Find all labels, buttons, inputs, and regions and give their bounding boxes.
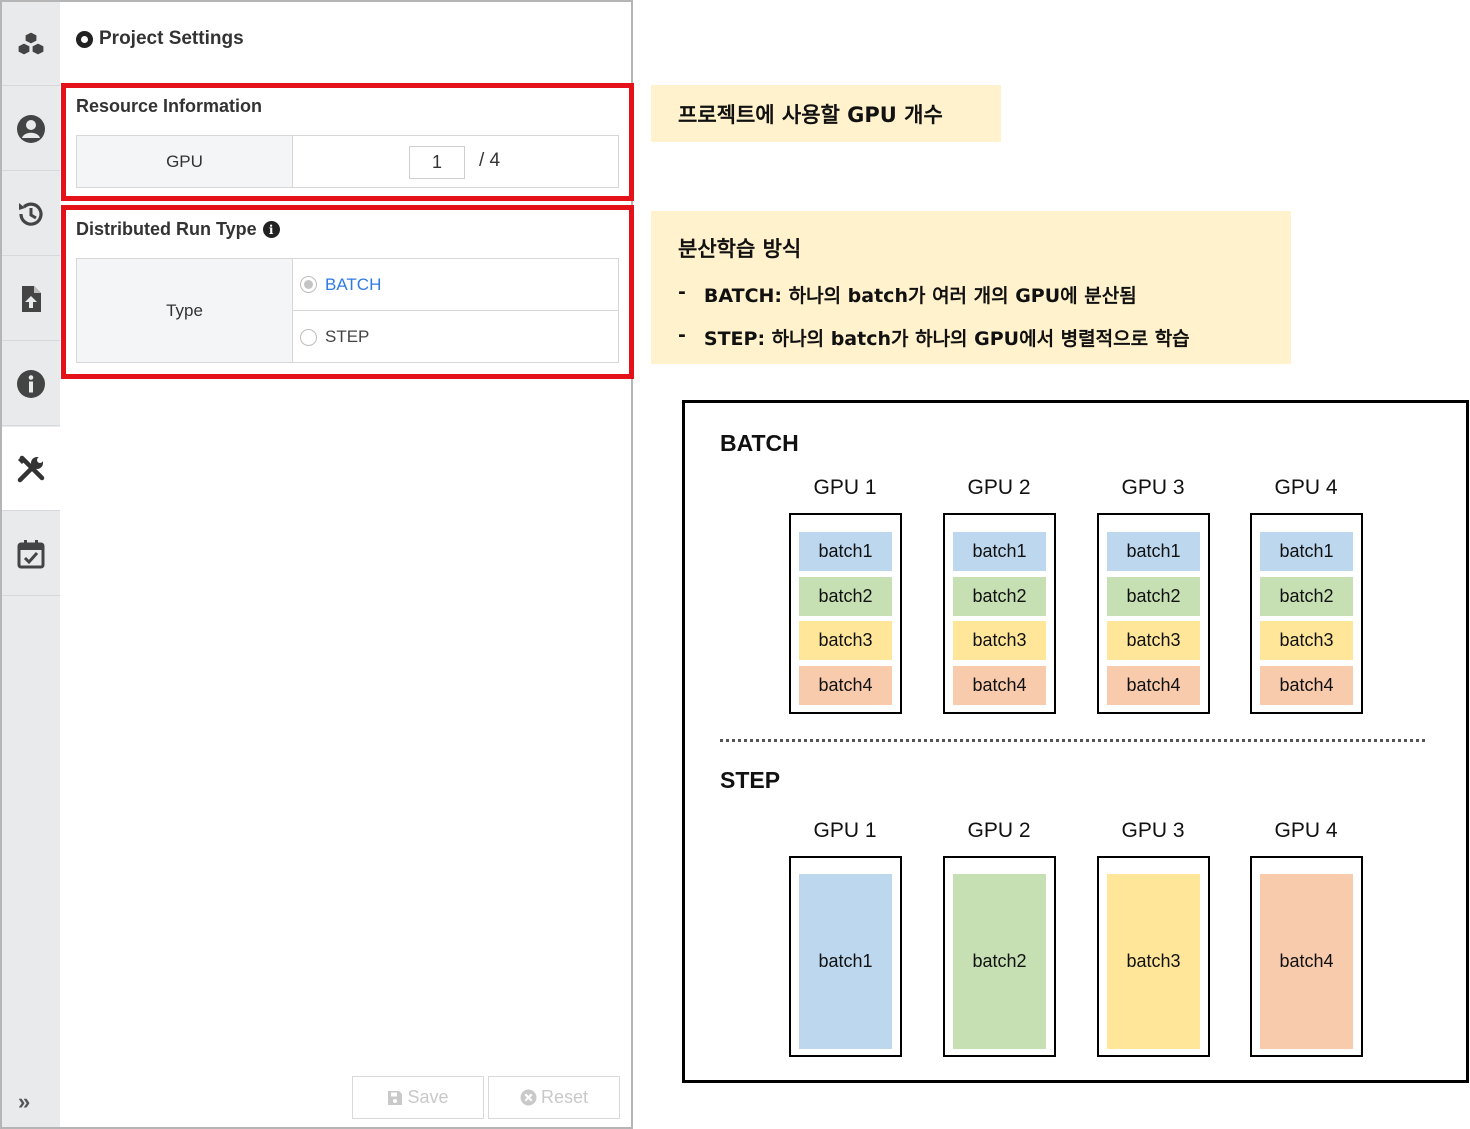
distributed-run-type-title: Distributed Run Type i bbox=[76, 219, 280, 240]
batch-chip: batch2 bbox=[953, 874, 1046, 1049]
cubes-icon bbox=[17, 30, 45, 56]
sidebar-item-upload[interactable] bbox=[2, 257, 60, 341]
note-bullet: - bbox=[678, 281, 686, 303]
gpu-label: GPU 1 bbox=[813, 819, 877, 842]
sidebar-item-schedule[interactable] bbox=[2, 512, 60, 596]
resource-info-title-text: Resource Information bbox=[76, 96, 263, 116]
run-type-table: Type BATCH STEP bbox=[76, 258, 619, 363]
calendar-check-icon bbox=[17, 539, 45, 568]
gpu-box-step: batch3 bbox=[1097, 856, 1210, 1057]
gpu-label: GPU bbox=[77, 136, 293, 187]
sidebar-item-settings[interactable] bbox=[2, 427, 60, 511]
page-title-text: Project Settings bbox=[99, 28, 244, 49]
settings-content: Project Settings Resource Information GP… bbox=[60, 2, 631, 1127]
user-icon bbox=[17, 114, 45, 143]
gpu-box-step: batch1 bbox=[789, 856, 902, 1057]
gpu-label: GPU 2 bbox=[967, 476, 1031, 499]
radio-step[interactable] bbox=[300, 328, 317, 346]
gpu-label: GPU 4 bbox=[1274, 819, 1338, 842]
radio-batch[interactable] bbox=[300, 276, 317, 293]
note-bullet: - bbox=[678, 324, 686, 346]
info-icon[interactable]: i bbox=[262, 221, 280, 238]
info-icon bbox=[17, 369, 45, 398]
batch-chip: batch4 bbox=[799, 665, 892, 705]
file-upload-icon bbox=[22, 285, 41, 312]
distributed-note-title: 분산학습 방식 bbox=[678, 237, 802, 261]
history-icon bbox=[19, 202, 43, 226]
run-type-highlight-box bbox=[61, 205, 634, 379]
reset-button-label: Reset bbox=[540, 1087, 589, 1107]
radio-batch-label: BATCH bbox=[325, 274, 382, 294]
batch-chip: batch1 bbox=[1260, 532, 1353, 571]
distributed-note-item: - BATCH: 하나의 batch가 여러 개의 GPU에 분산됨 bbox=[678, 281, 1291, 308]
sidebar-item-info[interactable] bbox=[2, 342, 60, 426]
radio-option-step[interactable]: STEP bbox=[293, 311, 618, 363]
gpu-max-count: / 4 bbox=[479, 150, 501, 171]
page-title: Project Settings bbox=[76, 28, 244, 50]
gpu-box-batch: batch1 batch2 batch3 batch4 bbox=[1097, 513, 1210, 714]
save-button[interactable]: Save bbox=[352, 1076, 484, 1119]
batch-chip: batch1 bbox=[799, 532, 892, 571]
batch-chip: batch2 bbox=[953, 576, 1046, 616]
batch-chip: batch2 bbox=[1260, 576, 1353, 616]
resource-highlight-box bbox=[61, 83, 634, 201]
radio-option-batch[interactable]: BATCH bbox=[293, 259, 618, 311]
save-button-label: Save bbox=[407, 1087, 449, 1107]
project-settings-panel: » Project Settings Resource Information … bbox=[0, 0, 633, 1129]
diagram-divider bbox=[720, 739, 1425, 742]
save-icon bbox=[388, 1090, 403, 1105]
gpu-box-batch: batch1 batch2 batch3 batch4 bbox=[943, 513, 1056, 714]
distribution-diagram: BATCH STEP GPU 1 batch1 batch2 batch3 batch4… bbox=[682, 400, 1469, 1083]
step-diagram-title: STEP bbox=[720, 767, 781, 793]
gpu-count-input[interactable] bbox=[409, 146, 465, 179]
resource-table: GPU / 4 bbox=[76, 135, 619, 188]
batch-chip: batch2 bbox=[1107, 576, 1200, 616]
gpu-count-note: 프로젝트에 사용할 GPU 개수 bbox=[651, 85, 1001, 142]
gpu-count-note-text: 프로젝트에 사용할 GPU 개수 bbox=[678, 103, 943, 127]
batch-chip: batch4 bbox=[1260, 665, 1353, 705]
gpu-box-batch: batch1 batch2 batch3 batch4 bbox=[1250, 513, 1363, 714]
reset-button[interactable]: Reset bbox=[488, 1076, 620, 1119]
batch-chip: batch3 bbox=[799, 621, 892, 660]
batch-chip: batch4 bbox=[1260, 874, 1353, 1049]
sidebar-item-resources[interactable] bbox=[2, 2, 60, 86]
tools-icon bbox=[17, 455, 45, 482]
title-bullet-icon bbox=[76, 30, 93, 48]
batch-chip: batch4 bbox=[953, 665, 1046, 705]
batch-chip: batch3 bbox=[953, 621, 1046, 660]
distributed-run-type-title-text: Distributed Run Type bbox=[76, 219, 257, 239]
sidebar-item-history[interactable] bbox=[2, 172, 60, 256]
resource-info-title: Resource Information bbox=[76, 96, 262, 117]
batch-chip: batch1 bbox=[799, 874, 892, 1049]
gpu-label: GPU 1 bbox=[813, 476, 877, 499]
note-item-step: STEP: 하나의 batch가 하나의 GPU에서 병렬적으로 학습 bbox=[703, 328, 1190, 350]
gpu-box-step: batch2 bbox=[943, 856, 1056, 1057]
batch-chip: batch3 bbox=[1260, 621, 1353, 660]
gpu-label: GPU 4 bbox=[1274, 476, 1338, 499]
batch-chip: batch1 bbox=[953, 532, 1046, 571]
gpu-label: GPU 3 bbox=[1121, 819, 1185, 842]
batch-chip: batch3 bbox=[1107, 874, 1200, 1049]
sidebar-item-members[interactable] bbox=[2, 87, 60, 171]
batch-diagram-title: BATCH bbox=[720, 430, 799, 456]
batch-chip: batch4 bbox=[1107, 665, 1200, 705]
gpu-label: GPU 3 bbox=[1121, 476, 1185, 499]
note-item-batch: BATCH: 하나의 batch가 여러 개의 GPU에 분산됨 bbox=[703, 285, 1137, 307]
gpu-box-batch: batch1 batch2 batch3 batch4 bbox=[789, 513, 902, 714]
sidebar: » bbox=[2, 2, 60, 1127]
batch-chip: batch3 bbox=[1107, 621, 1200, 660]
close-circle-icon bbox=[520, 1089, 537, 1106]
distributed-note-item: - STEP: 하나의 batch가 하나의 GPU에서 병렬적으로 학습 bbox=[678, 324, 1291, 351]
distributed-note: 분산학습 방식 - BATCH: 하나의 batch가 여러 개의 GPU에 분… bbox=[651, 211, 1291, 364]
batch-chip: batch1 bbox=[1107, 532, 1200, 571]
radio-step-label: STEP bbox=[325, 327, 370, 346]
batch-chip: batch2 bbox=[799, 576, 892, 616]
gpu-label: GPU 2 bbox=[967, 819, 1031, 842]
type-label: Type bbox=[77, 259, 293, 362]
gpu-box-step: batch4 bbox=[1250, 856, 1363, 1057]
expand-sidebar-icon[interactable]: » bbox=[18, 1089, 31, 1114]
